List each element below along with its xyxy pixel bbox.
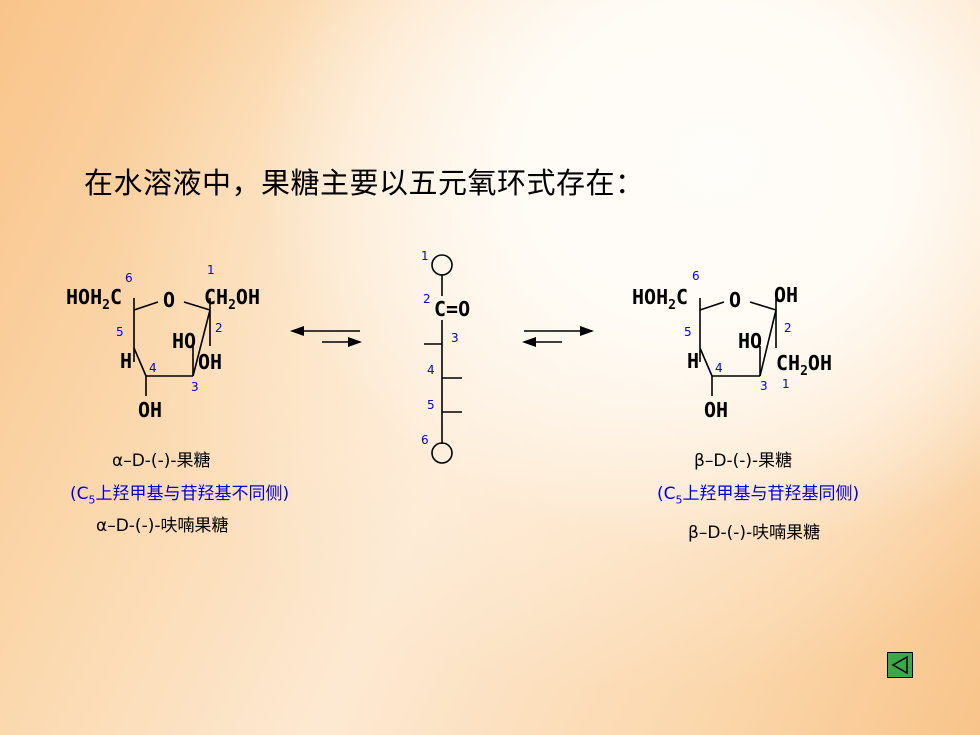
left-num-3: 3 [191, 380, 199, 394]
left-ch2oh: CH2OH [204, 285, 260, 313]
center-num-6: 6 [421, 433, 429, 447]
right-num-6: 6 [692, 269, 700, 283]
left-name-furanose: α–D-(-)-呋喃果糖 [96, 516, 229, 536]
right-num-3: 3 [760, 379, 768, 393]
center-num-5: 5 [427, 398, 435, 412]
left-num-4: 4 [149, 361, 157, 375]
right-num-2: 2 [784, 321, 792, 335]
right-ch2oh: CH2OH [776, 351, 832, 379]
right-ho: HO [738, 329, 762, 353]
right-hoh2c: HOH2C [632, 285, 688, 313]
left-c2-oh: OH [198, 350, 222, 374]
right-ring-oxygen: O [729, 288, 741, 312]
right-name-fructose: β–D-(-)-果糖 [694, 451, 793, 471]
left-c4-oh: OH [138, 398, 162, 422]
right-num-1: 1 [782, 377, 790, 391]
center-num-4: 4 [427, 363, 435, 377]
left-num-5: 5 [116, 325, 124, 339]
left-num-6: 6 [125, 271, 133, 285]
left-hoh2c: HOH2C [66, 285, 122, 313]
left-note: (C5上羟甲基与苷羟基不同侧) [70, 484, 290, 507]
center-num-1: 1 [421, 249, 429, 263]
left-num-2: 2 [215, 321, 223, 335]
center-carbonyl: C=O [434, 297, 470, 321]
right-c2-oh: OH [774, 283, 798, 307]
right-c4-oh: OH [704, 398, 728, 422]
left-ho: HO [172, 329, 196, 353]
left-ring-oxygen: O [163, 288, 175, 312]
center-num-3: 3 [451, 331, 459, 345]
left-num-1: 1 [207, 263, 215, 277]
right-num-5: 5 [684, 325, 692, 339]
back-triangle-icon [891, 655, 908, 675]
back-button[interactable] [887, 652, 913, 678]
center-num-2: 2 [423, 292, 431, 306]
right-note: (C5上羟甲基与苷羟基同侧) [657, 484, 860, 507]
right-name-furanose: β–D-(-)-呋喃果糖 [688, 523, 821, 543]
right-num-4: 4 [715, 361, 723, 375]
left-h: H [120, 349, 132, 373]
right-h: H [687, 349, 699, 373]
page-title: 在水溶液中，果糖主要以五元氧环式存在： [84, 166, 645, 200]
left-name-fructose: α–D-(-)-果糖 [112, 451, 211, 471]
